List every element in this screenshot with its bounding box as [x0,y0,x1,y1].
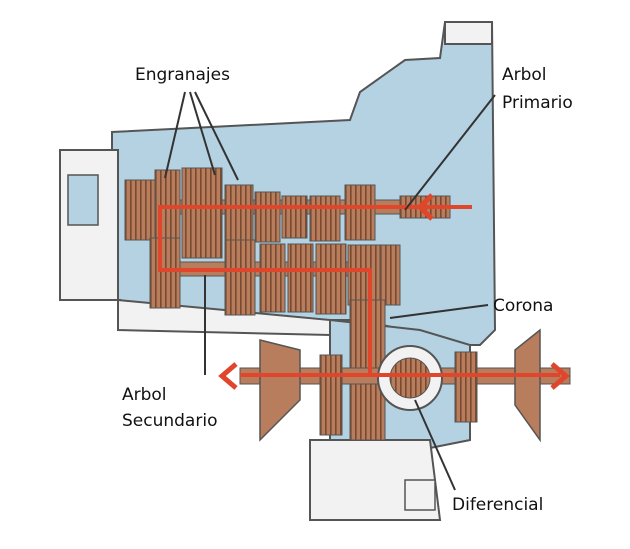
power-flow-path [158,205,560,377]
label-diferencial: Diferencial [452,495,544,515]
output-arrow-right [550,362,570,390]
output-arrow-left [218,362,238,390]
label-arbol-secundario-line1: Arbol [122,385,167,405]
label-arbol-secundario-line2: Secundario [122,411,218,431]
label-corona: Corona [493,296,554,316]
input-arrow [416,193,472,221]
label-engranajes: Engranajes [135,65,230,85]
label-arbol-primario-line2: Primario [502,93,573,113]
differential-gears [377,345,443,411]
leader-lines [164,91,496,491]
label-arbol-primario-line1: Arbol [502,65,547,85]
